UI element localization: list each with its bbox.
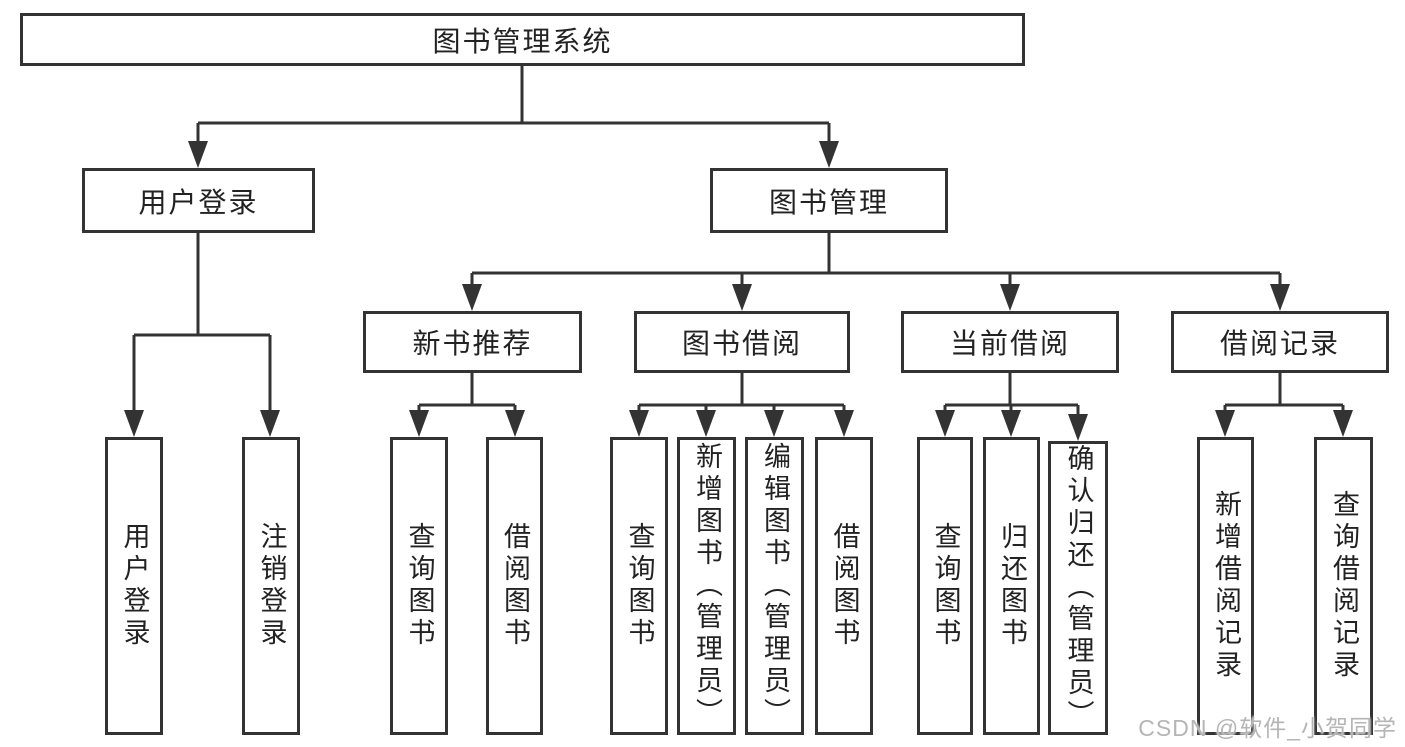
leaf-query-books-recommend-label: 查询图书: [404, 522, 435, 650]
leaf-user-login-label: 用户登录: [119, 522, 150, 650]
leaf-query-books-recommend: 查询图书: [390, 437, 448, 735]
leaf-query-books-current: 查询图书: [917, 437, 973, 735]
leaf-add-borrow-record: 新增借阅记录: [1197, 437, 1254, 735]
leaf-logout-label: 注销登录: [256, 522, 287, 650]
leaf-borrow-books-borrowing: 借阅图书: [815, 437, 873, 735]
node-current-borrowing: 当前借阅: [901, 311, 1119, 373]
leaf-edit-books-admin-label: 编辑图书（管理员）: [760, 442, 790, 730]
node-borrowing-records: 借阅记录: [1171, 311, 1389, 373]
leaf-add-books-admin-label: 新增图书（管理员）: [692, 442, 722, 730]
leaf-return-books: 归还图书: [983, 437, 1040, 735]
leaf-confirm-return-admin: 确认归还（管理员）: [1048, 441, 1108, 735]
leaf-borrow-books-recommend-label: 借阅图书: [500, 522, 530, 650]
node-user-login: 用户登录: [82, 168, 315, 233]
leaf-query-books-borrowing: 查询图书: [610, 437, 668, 735]
leaf-logout: 注销登录: [242, 437, 300, 735]
node-root-library-management-system: 图书管理系统: [20, 13, 1025, 66]
leaf-user-login: 用户登录: [105, 437, 163, 735]
leaf-query-books-current-label: 查询图书: [930, 522, 961, 650]
leaf-add-books-admin: 新增图书（管理员）: [677, 437, 736, 735]
leaf-confirm-return-admin-label: 确认归还（管理员）: [1063, 444, 1094, 732]
node-book-borrowing: 图书借阅: [634, 311, 850, 373]
leaf-add-borrow-record-label: 新增借阅记录: [1211, 490, 1241, 682]
leaf-borrow-books-borrowing-label: 借阅图书: [829, 522, 860, 650]
leaf-edit-books-admin: 编辑图书（管理员）: [745, 437, 804, 735]
node-book-management: 图书管理: [710, 168, 948, 233]
leaf-query-borrow-record: 查询借阅记录: [1314, 437, 1373, 735]
node-new-book-recommendation: 新书推荐: [363, 311, 582, 373]
leaf-query-books-borrowing-label: 查询图书: [624, 522, 655, 650]
leaf-return-books-label: 归还图书: [997, 522, 1027, 650]
leaf-borrow-books-recommend: 借阅图书: [486, 437, 543, 735]
leaf-query-borrow-record-label: 查询借阅记录: [1329, 490, 1359, 682]
